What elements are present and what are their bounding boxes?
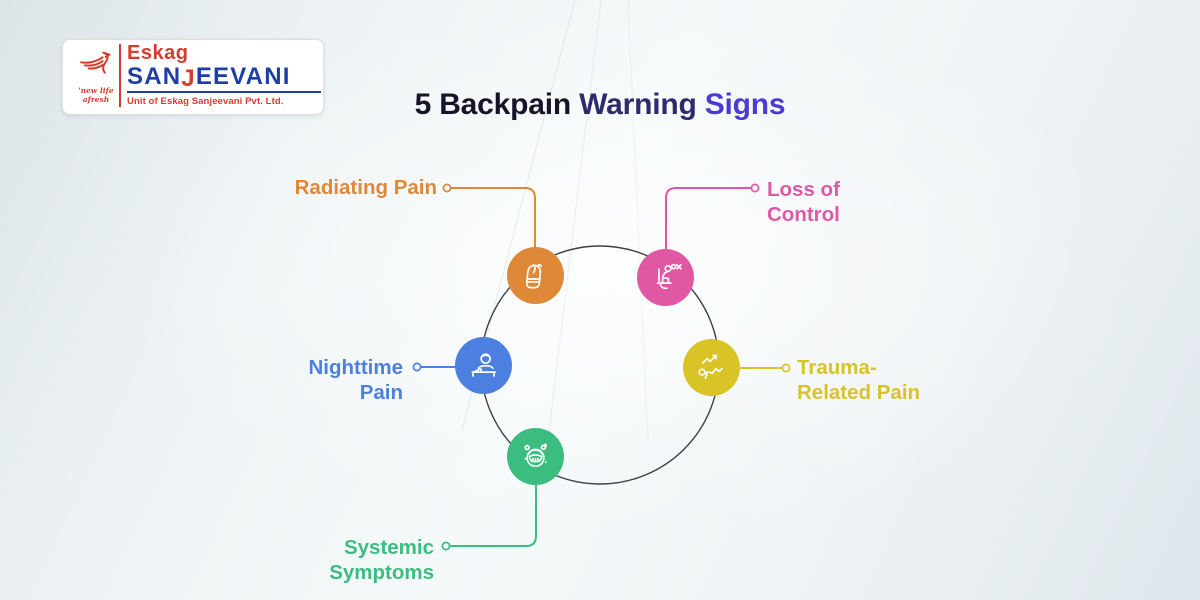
radiating-pain-connector <box>451 187 536 248</box>
label-line: Systemic <box>343 536 434 559</box>
brand-name-main: SANJEEVANI <box>127 63 321 92</box>
foot-icon <box>525 263 542 289</box>
toilet-person-icon <box>656 263 682 290</box>
title-part-2: Warning <box>579 88 705 121</box>
radiating-pain-label: Radiating Pain <box>217 176 437 201</box>
label-line: Related Pain <box>797 380 921 404</box>
brand-main-post: EEVANI <box>195 63 291 90</box>
label-line: Symptoms <box>329 560 434 584</box>
page-title: 5 Backpain Warning Signs <box>0 88 1200 122</box>
trauma-related-pain-node <box>683 339 740 396</box>
brand-name-top: Eskag <box>127 42 189 64</box>
brand-text-block: Eskag SANJEEVANI Unit of Eskag Sanjeevan… <box>127 43 321 107</box>
bird-logo-icon <box>80 51 111 74</box>
label-line: Loss of <box>767 178 840 201</box>
loss-of-control-connector-dot <box>750 183 760 193</box>
brand-main-j: J <box>181 65 196 92</box>
logo-divider <box>119 44 121 107</box>
title-part-3: Signs <box>704 88 786 121</box>
fallen-person-icon <box>698 354 724 380</box>
sick-face-icon <box>524 443 548 468</box>
nighttime-pain-node <box>455 337 512 394</box>
label-line: Pain <box>359 380 403 404</box>
trauma-related-pain-label: Trauma-Related Pain <box>797 356 1017 405</box>
label-line: Control <box>767 202 840 226</box>
radiating-pain-node <box>507 247 564 304</box>
brand-underline <box>127 91 321 93</box>
trauma-related-pain-connector-dot <box>781 363 791 373</box>
brand-main-pre: SAN <box>127 63 182 90</box>
bed-person-icon <box>471 353 496 377</box>
label-line: Radiating Pain <box>294 176 437 199</box>
brand-tagline: 'new life afresh <box>78 86 114 104</box>
brand-subtitle: Unit of Eskag Sanjeevani Pvt. Ltd. <box>127 96 284 107</box>
systemic-symptoms-node <box>507 428 564 485</box>
loss-of-control-node <box>637 249 694 306</box>
title-part-1: 5 Backpain <box>414 88 580 121</box>
brand-logo: 'new life afresh Eskag SANJEEVANI Unit o… <box>62 39 324 115</box>
nighttime-pain-connector-dot <box>412 362 422 372</box>
loss-of-control-connector <box>665 187 751 251</box>
systemic-symptoms-connector-dot <box>441 541 451 551</box>
label-line: Nighttime <box>308 356 403 379</box>
systemic-symptoms-connector <box>450 484 537 547</box>
radiating-pain-connector-dot <box>442 183 452 193</box>
label-line: Trauma- <box>797 356 877 379</box>
